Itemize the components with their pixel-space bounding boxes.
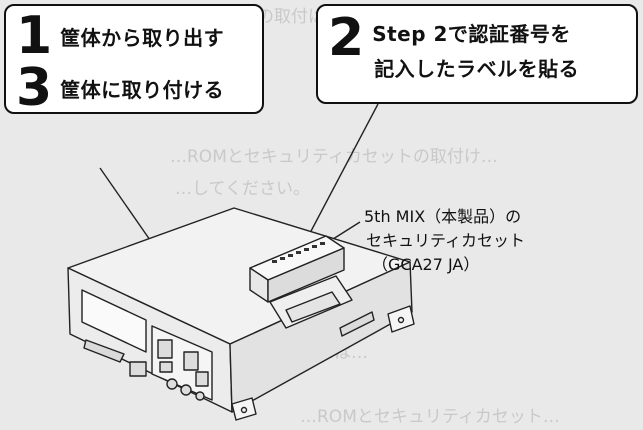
- front-socket: [129, 361, 147, 377]
- step-number: 3: [16, 58, 53, 118]
- cassette-caption-line: セキュリティカセット: [366, 231, 526, 250]
- background-text-line: …ROMとセキュリティカセットの取付け…: [170, 147, 498, 167]
- background-text-line: …してください。: [175, 179, 310, 199]
- front-window: [81, 289, 147, 353]
- cassette-caption-line: （GCA27 JA）: [372, 255, 480, 274]
- step-callout-right: 2 Step 2で認証番号を 記入したラベルを貼る: [316, 4, 638, 104]
- step-text: 筐体から取り出す: [60, 25, 225, 50]
- step-3-row: 3 筐体に取り付ける: [16, 62, 224, 114]
- round-connector: [195, 391, 205, 401]
- steps-callout-left: 1 筐体から取り出す 3 筐体に取り付ける: [4, 4, 264, 114]
- step-1-row: 1 筐体から取り出す: [16, 10, 224, 62]
- mounting-tab: [387, 305, 415, 333]
- connector-port: [159, 361, 173, 373]
- leader-line-left: [99, 167, 151, 241]
- step-number: 2: [328, 8, 365, 68]
- side-slot: [339, 311, 375, 337]
- cassette-caption-line: 5th MIX（本製品）の: [364, 207, 522, 226]
- step-text: 筐体に取り付ける: [60, 77, 225, 102]
- front-socket: [195, 371, 209, 387]
- security-cassette-side: [267, 247, 345, 303]
- mounting-tab: [231, 397, 257, 421]
- round-connector: [166, 378, 178, 390]
- background-text-line: …ROMとセキュリティカセット…: [300, 407, 560, 427]
- leader-line-right: [299, 103, 379, 253]
- connector-port: [183, 351, 199, 371]
- cable-bundle: [83, 339, 125, 363]
- step-text-line: 記入したラベルを貼る: [374, 57, 580, 81]
- cassette-label-slots: [272, 242, 325, 263]
- step-number: 1: [16, 6, 53, 66]
- step-text-line: Step 2で認証番号を: [372, 22, 571, 46]
- round-connector: [180, 384, 192, 396]
- step-2-row: 2 Step 2で認証番号を 記入したラベルを貼る: [328, 12, 579, 82]
- connector-port: [157, 339, 173, 359]
